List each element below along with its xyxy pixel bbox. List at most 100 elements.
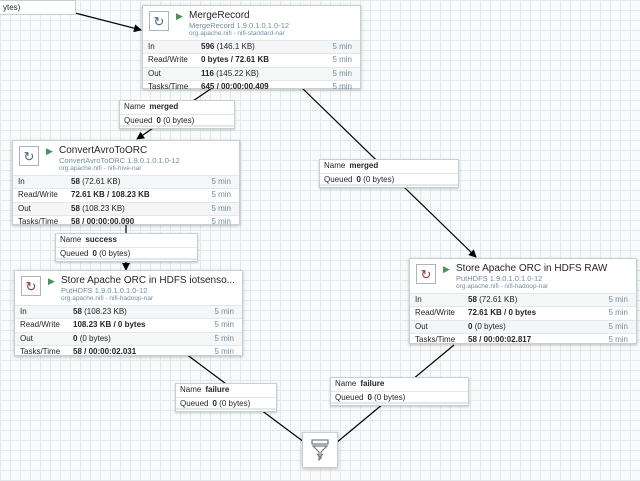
stat-label: Read/Write [20,320,60,330]
connection-name-label: Name [124,102,146,111]
stat-row-read-write: Read/Write 72.61 KB / 108.23 KB 5 min [13,189,239,203]
edge-upstream-to-mergerecord [74,12,142,33]
processor-type: PutHDFS 1.9.0.1.0.1.0-12 [61,286,148,295]
stat-row-out: Out 58 (108.23 KB) 5 min [13,202,239,216]
stat-period: 5 min [211,190,231,200]
processor-stats: In 58 (72.61 KB) 5 min Read/Write 72.61 … [13,176,239,228]
connection-name-label: Name [180,385,202,394]
connection-name-label: Name [60,235,82,244]
processor-store-orc-raw[interactable]: ↻ ▶ Store Apache ORC in HDFS RAW PutHDFS… [409,258,637,344]
stat-period: 5 min [332,81,352,91]
stat-label: Read/Write [18,190,58,200]
stat-period: 5 min [214,320,234,330]
stat-period: 5 min [214,346,234,356]
stat-value: 58 (108.23 KB) [71,203,125,213]
stat-row-in: In 58 (108.23 KB) 5 min [15,306,242,320]
processor-icon: ↻ [21,276,41,296]
stat-value: 58 / 00:00:02.031 [73,346,137,356]
connection-name-label: Name [324,161,346,170]
running-icon: ▶ [443,264,450,274]
stat-value: 58 / 00:00:02.817 [468,334,532,344]
stat-row-out: Out 0 (0 bytes) 5 min [410,320,636,334]
processor-bundle: org.apache.nifi - nifi-hadoop-nar [61,295,154,302]
processor-bundle: org.apache.nifi - nifi-hive-nar [59,165,142,172]
stat-row-out: Out 0 (0 bytes) 5 min [15,332,242,346]
stat-row-in: In 58 (72.61 KB) 5 min [410,294,636,308]
processor-stats: In 58 (108.23 KB) 5 min Read/Write 108.2… [15,306,242,358]
processor-type: MergeRecord 1.9.0.1.0.1.0-12 [189,21,290,30]
stat-value: 0 bytes / 72.61 KB [201,55,270,65]
stat-value: 58 / 00:00:00.090 [71,216,135,226]
stat-period: 5 min [332,68,352,78]
stat-period: 5 min [608,321,628,331]
connection-queued-size: (0 bytes) [374,392,406,402]
connection-queued-size: (0 bytes) [99,248,131,258]
stat-row-read-write: Read/Write 0 bytes / 72.61 KB 5 min [143,54,360,68]
processor-stats: In 58 (72.61 KB) 5 min Read/Write 72.61 … [410,294,636,346]
connection-name: failure [360,379,385,388]
queue-progress-bar [120,125,234,127]
processor-store-orc-iotsensor[interactable]: ↻ ▶ Store Apache ORC in HDFS iotsenso...… [14,270,243,356]
running-icon: ▶ [46,146,53,156]
stat-label: Tasks/Time [18,216,59,226]
connection-queued-label: Queued [180,398,209,408]
processor-mergerecord[interactable]: ↻ ▶ MergeRecord MergeRecord 1.9.0.1.0.1.… [142,5,361,91]
connection-queued-count: 0 [212,398,217,408]
stat-label: Tasks/Time [415,334,456,344]
stat-value: 72.61 KB / 108.23 KB [71,190,150,200]
stat-label: In [148,42,155,51]
processor-name: Store Apache ORC in HDFS iotsenso... [61,275,235,286]
stat-period: 5 min [608,295,628,304]
queue-progress-bar [320,184,458,186]
stat-label: Tasks/Time [20,346,61,356]
stat-period: 5 min [608,308,628,318]
stat-value: 645 / 00:00:00.409 [201,81,269,91]
connection-queued-label: Queued [60,248,89,258]
queue-progress-bar [176,408,276,410]
stat-value: 58 (72.61 KB) [468,295,518,304]
funnel[interactable] [302,432,338,468]
upstream-connection-label[interactable]: ytes) [0,0,76,15]
stat-row-in: In 596 (146.1 KB) 5 min [143,41,360,55]
running-icon: ▶ [176,11,183,21]
stat-label: In [18,177,25,186]
processor-name: ConvertAvroToORC [59,145,148,156]
stat-value: 72.61 KB / 0 bytes [468,308,537,318]
funnel-icon [311,439,329,461]
stat-period: 5 min [214,307,234,316]
stat-row-out: Out 116 (145.22 KB) 5 min [143,67,360,81]
queue-progress-bar [56,258,197,260]
stat-label: Out [18,203,31,213]
stat-period: 5 min [211,177,231,186]
stat-period: 5 min [332,42,352,51]
stat-period: 5 min [332,55,352,65]
stat-value: 0 (0 bytes) [73,333,111,343]
stat-label: Tasks/Time [148,81,189,91]
connection-queued-size: (0 bytes) [363,174,395,184]
connection-queued-count: 0 [92,248,97,258]
stat-value: 108.23 KB / 0 bytes [73,320,146,330]
connection-name: failure [205,385,230,394]
processor-convertavrotoorc[interactable]: ↻ ▶ ConvertAvroToORC ConvertAvroToORC 1.… [12,140,240,228]
stat-label: In [415,295,422,304]
running-icon: ▶ [48,276,55,286]
stat-value: 58 (108.23 KB) [73,307,127,316]
stat-value: 58 (72.61 KB) [71,177,121,186]
stat-row-tasks-time: Tasks/Time 645 / 00:00:00.409 5 min [143,81,360,93]
processor-name: Store Apache ORC in HDFS RAW [456,263,608,274]
processor-bundle: org.apache.nifi - nifi-standard-nar [189,30,285,37]
processor-stats: In 596 (146.1 KB) 5 min Read/Write 0 byt… [143,41,360,93]
connection-queued-count: 0 [156,115,161,125]
